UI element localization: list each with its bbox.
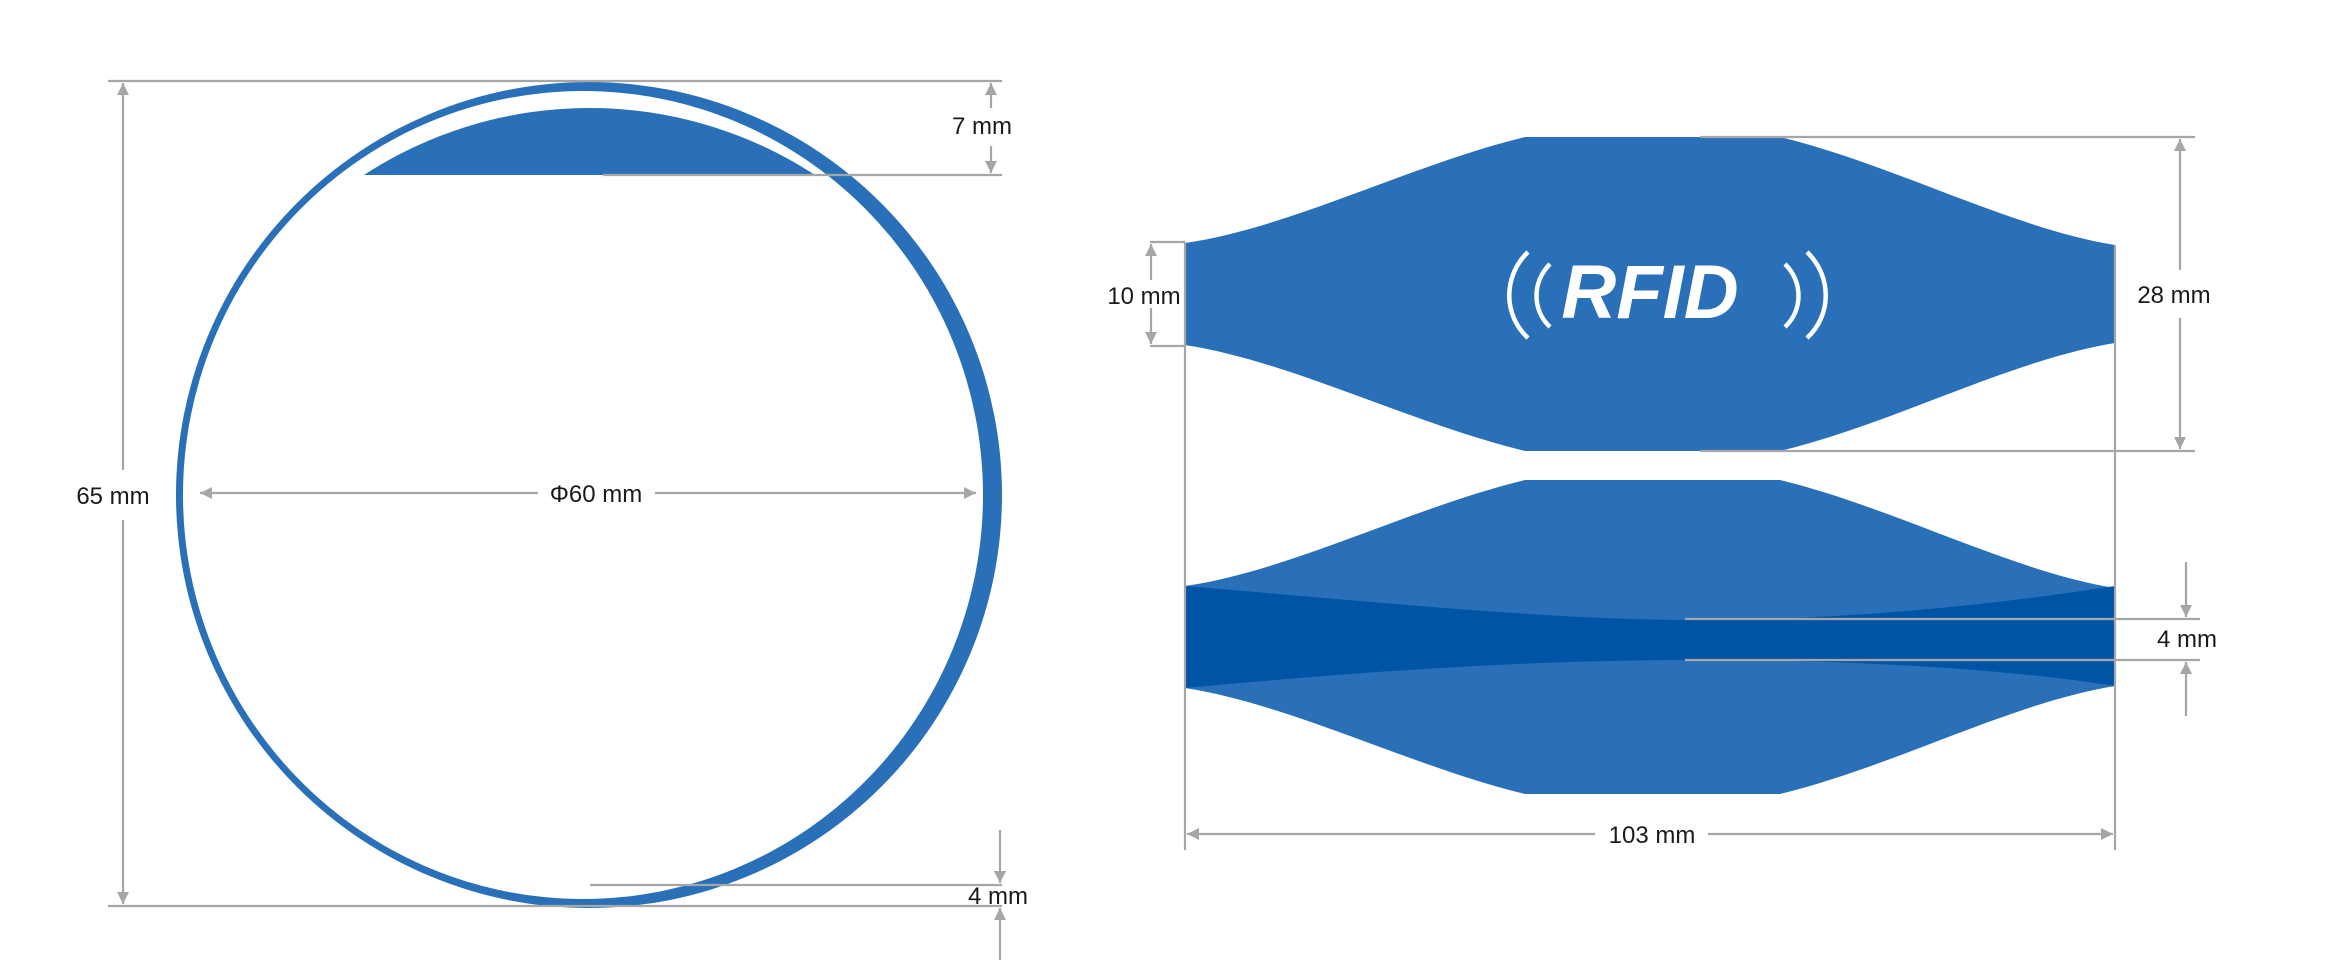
band-top-view bbox=[1185, 137, 2115, 451]
flat-label: 7 mm bbox=[952, 113, 1012, 140]
length-label: 103 mm bbox=[1609, 822, 1696, 849]
wall-label: 4 mm bbox=[968, 883, 1028, 910]
rfid-wave-right-inner-icon bbox=[1783, 262, 1801, 329]
thickness-label: 4 mm bbox=[2157, 626, 2217, 653]
rfid-wave-left-inner-icon bbox=[1534, 262, 1552, 329]
band-side-edge bbox=[1185, 586, 2115, 688]
end-width-label: 10 mm bbox=[1107, 283, 1180, 310]
front-view: 65 mm Φ60 mm 7 mm 4 mm bbox=[76, 79, 1028, 960]
top-view: RFID 10 mm 28 mm bbox=[1107, 135, 2211, 453]
diameter-label: Φ60 mm bbox=[550, 481, 643, 508]
max-width-label: 28 mm bbox=[2137, 282, 2210, 309]
rfid-logo-text: RFID bbox=[1561, 250, 1738, 335]
ring-top-flat bbox=[364, 108, 815, 175]
rfid-wave-right-outer-icon bbox=[1805, 250, 1828, 340]
rfid-wave-left-outer-icon bbox=[1507, 250, 1530, 340]
side-view: 4 mm 103 mm bbox=[1183, 242, 2217, 850]
height-label: 65 mm bbox=[76, 483, 149, 510]
